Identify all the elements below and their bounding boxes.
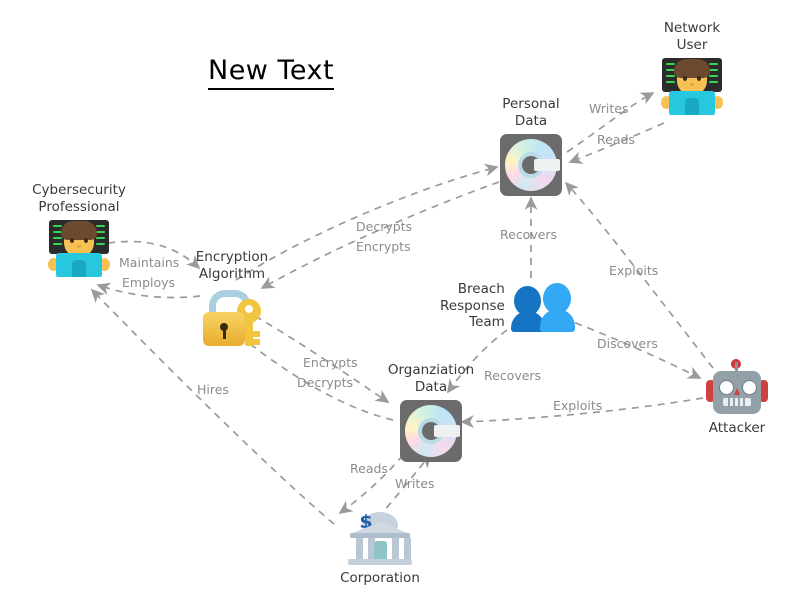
edge-encryption-employs-cyber xyxy=(96,282,201,299)
node-label-organization-data: Organziation Data xyxy=(387,362,475,395)
robot-icon xyxy=(704,359,770,418)
node-breach-response-team[interactable]: Breach Response Team xyxy=(440,280,575,332)
edge-label-recovers-orgdata: Recovers xyxy=(484,368,542,383)
node-label-network-user: Network User xyxy=(663,20,721,53)
technologist-icon xyxy=(45,219,113,282)
node-label-corporation: Corporation xyxy=(340,570,420,586)
busts-in-silhouette-icon xyxy=(510,280,575,332)
node-cybersecurity-professional[interactable]: Cybersecurity Professional xyxy=(24,182,134,282)
node-label-attacker: Attacker xyxy=(708,420,766,436)
node-corporation[interactable]: $ Corporation xyxy=(330,512,430,587)
edge-breach-discovers-attacker xyxy=(562,317,702,379)
edge-label-hires: Hires xyxy=(197,382,229,397)
edge-label-writes-orgdata: Writes xyxy=(395,476,435,491)
node-personal-data[interactable]: Personal Data xyxy=(489,96,573,196)
computer-disk-icon xyxy=(400,399,462,462)
edge-label-maintains: Maintains xyxy=(119,255,180,270)
edge-label-encrypts-orgdata: Encrypts xyxy=(303,355,358,370)
edge-encryption-decrypts-personal xyxy=(235,163,499,281)
edge-label-decrypts-personal: Decrypts xyxy=(356,219,413,234)
edge-encryption-encrypts-orgdata xyxy=(254,315,390,403)
edge-label-reads-corporation: Reads xyxy=(350,461,388,476)
edge-attacker-exploits-personal xyxy=(564,181,714,369)
edge-label-recovers-personal: Recovers xyxy=(500,227,558,242)
edge-label-employs: Employs xyxy=(122,275,176,290)
edge-label-decrypts-orgdata: Decrypts xyxy=(297,375,354,390)
edge-label-exploits-orgdata: Exploits xyxy=(553,398,603,413)
edge-attacker-exploits-orgdata xyxy=(460,397,704,429)
edge-personal-encrypts-encryption xyxy=(260,181,500,289)
node-encryption-algorithm[interactable]: Encryption Algorithm xyxy=(184,249,280,349)
bank-icon: $ xyxy=(348,512,412,568)
locked-with-key-icon xyxy=(199,287,265,349)
technologist-icon xyxy=(658,57,726,120)
edge-orgdata-reads-corporation xyxy=(338,454,404,514)
node-organization-data[interactable]: Organziation Data xyxy=(377,362,485,462)
edge-label-exploits-personal: Exploits xyxy=(609,263,659,278)
node-network-user[interactable]: Network User xyxy=(650,20,734,120)
edge-label-encrypts-personal: Encrypts xyxy=(356,239,411,254)
computer-disk-icon xyxy=(500,133,562,196)
node-label-encryption-algorithm: Encryption Algorithm xyxy=(195,249,269,282)
page-title: New Text xyxy=(208,55,335,90)
edge-label-discovers: Discovers xyxy=(597,336,658,351)
edge-netuser-reads-personal xyxy=(568,122,665,164)
edge-label-reads-netuser: Reads xyxy=(597,132,635,147)
node-attacker[interactable]: Attacker xyxy=(702,359,772,437)
edge-personal-writes-netuser xyxy=(566,92,655,153)
node-label-cybersecurity-professional: Cybersecurity Professional xyxy=(32,182,126,215)
edge-label-writes-netuser: Writes xyxy=(589,101,629,116)
node-label-breach-response-team: Breach Response Team xyxy=(440,280,505,331)
node-label-personal-data: Personal Data xyxy=(502,96,560,129)
edge-breach-recovers-orgdata xyxy=(447,329,508,394)
